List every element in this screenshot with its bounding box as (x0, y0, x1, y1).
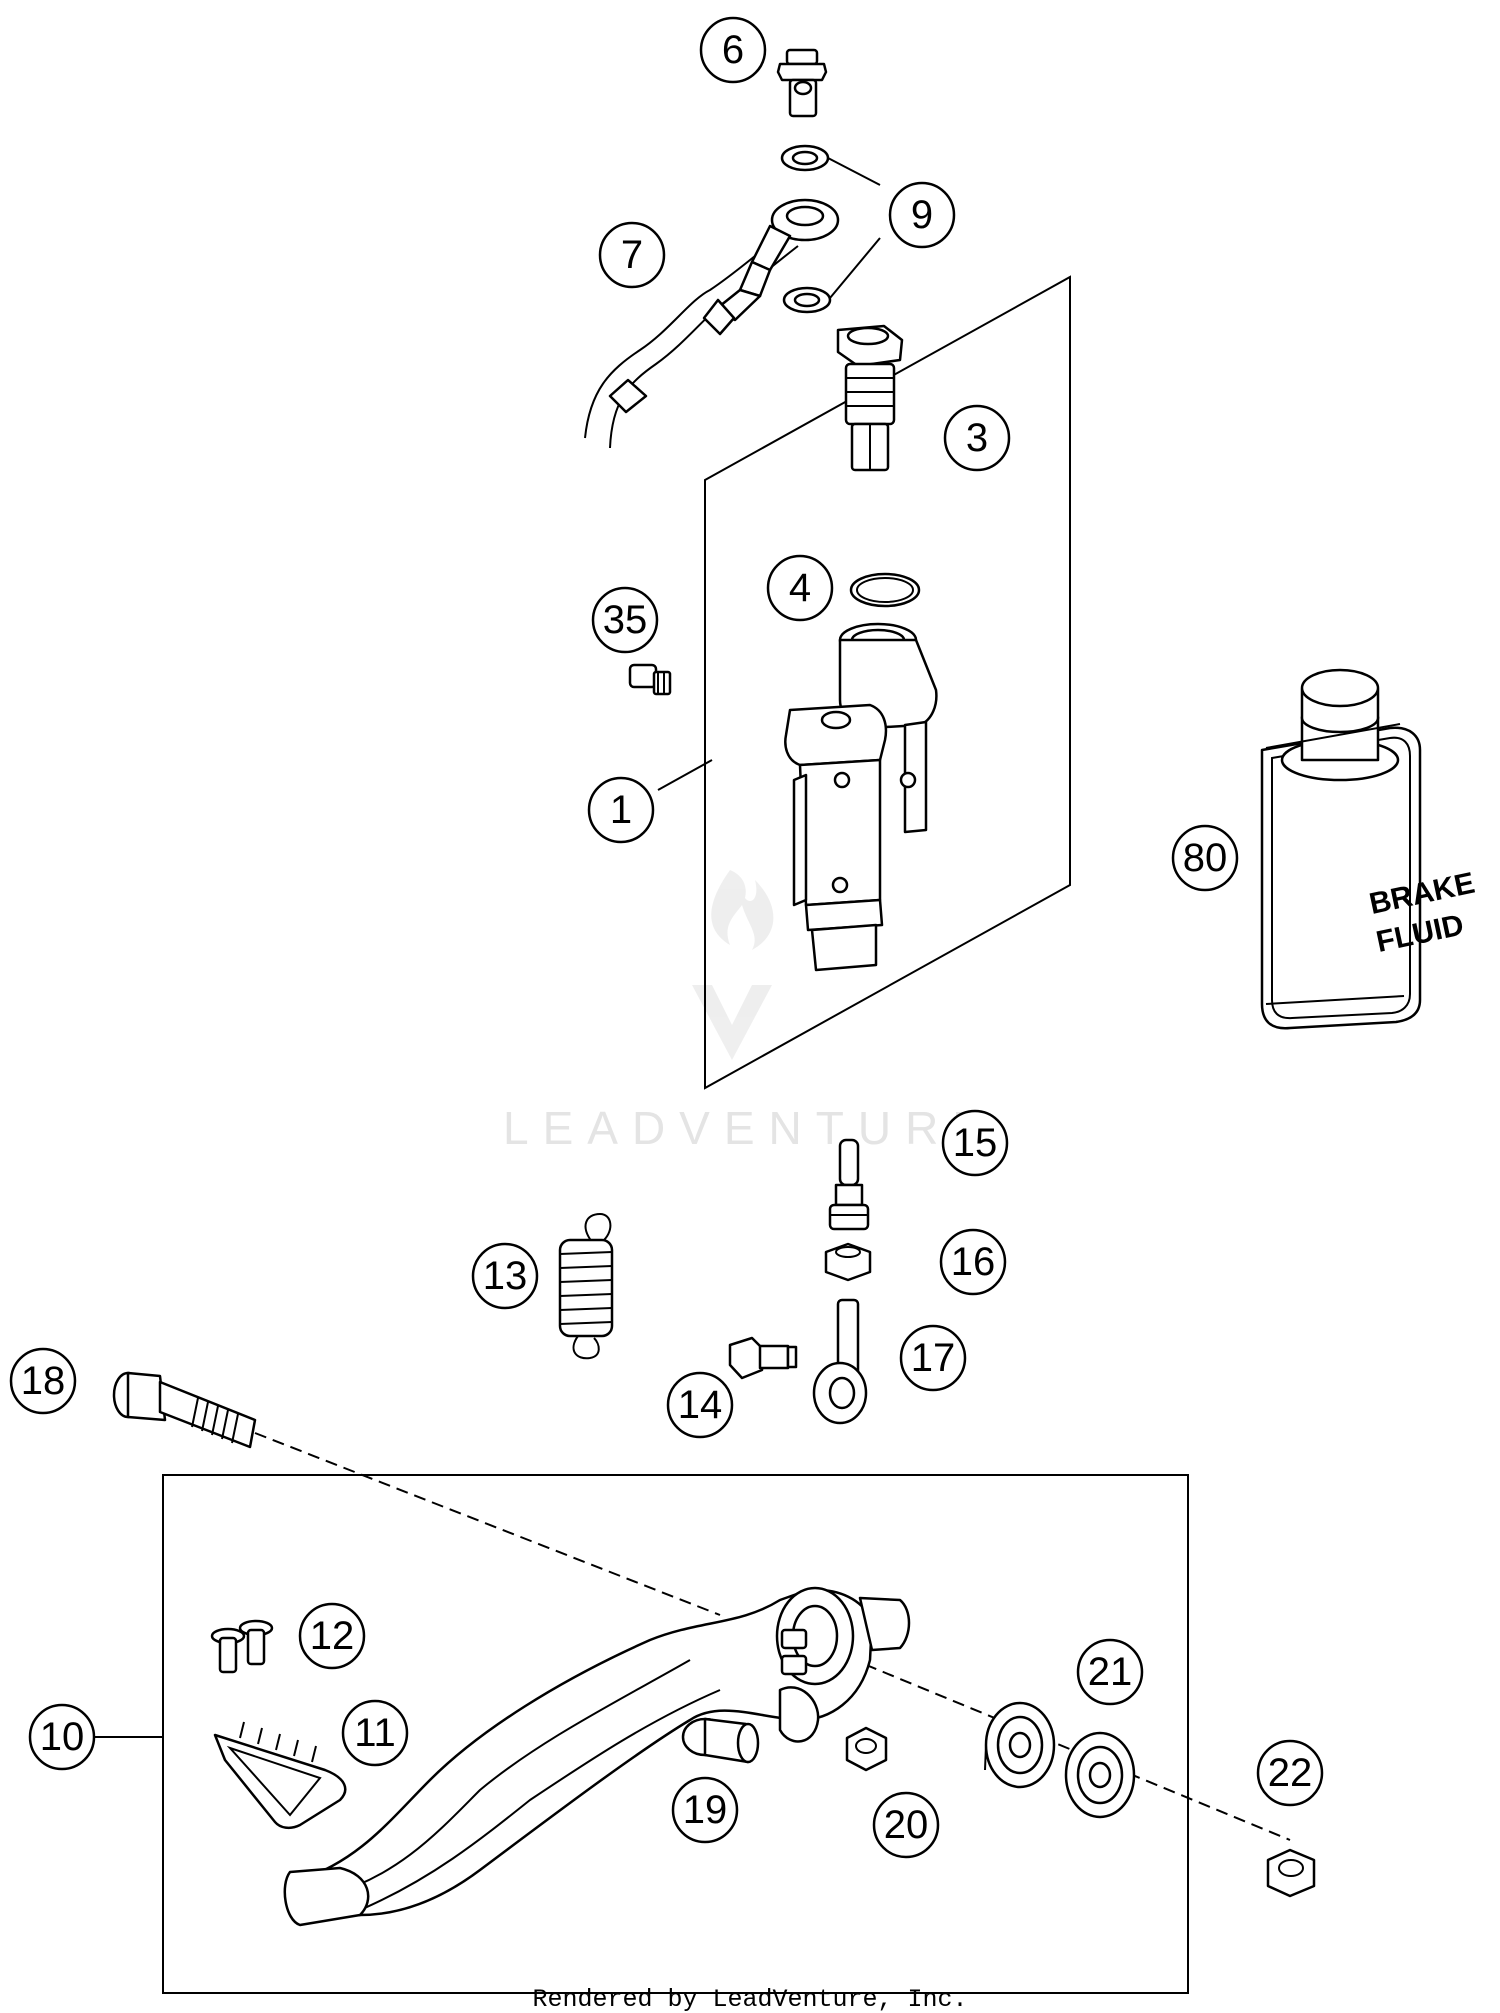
callout-number: 4 (789, 566, 811, 610)
callout-number: 21 (1088, 1650, 1133, 1694)
callout-number: 17 (911, 1336, 956, 1380)
pedal-step-tip (213, 1721, 347, 1830)
callout-circle (9, 1347, 77, 1415)
callout-circle (671, 1776, 739, 1844)
callout-number: 19 (683, 1788, 728, 1832)
brake-fluid-bottle: BRAKE FLUID (1260, 668, 1478, 1030)
callout-circle (591, 586, 659, 654)
master-cylinder-kit-frame (704, 275, 1071, 1090)
callout-number: 11 (354, 1711, 396, 1755)
master-cylinder-body (784, 622, 938, 972)
callout-circle (1171, 824, 1239, 892)
callout-circle (872, 1791, 940, 1859)
hex-nut (824, 1242, 872, 1282)
callout-14: 14 (666, 1371, 734, 1439)
pedal-pivot-bolt (112, 1371, 257, 1449)
callout-10: 10 (28, 1703, 96, 1771)
callout-circle (899, 1324, 967, 1392)
callout-circle (28, 1703, 96, 1771)
callout-circle (341, 1699, 409, 1767)
callout-11: 11 (341, 1699, 409, 1767)
callout-35: 35 (591, 586, 659, 654)
pivot-nut (845, 1726, 888, 1772)
callout-number: 22 (1268, 1751, 1313, 1795)
callout-circle (888, 181, 956, 249)
callout-4: 4 (766, 554, 834, 622)
callout-number: 9 (911, 193, 933, 237)
assembly-line-bolt (254, 1432, 721, 1616)
callout-6: 6 (699, 16, 767, 84)
callout-15: 15 (941, 1109, 1009, 1177)
callout-21: 21 (1076, 1638, 1144, 1706)
push-rod (828, 1138, 870, 1231)
callout-number: 3 (966, 416, 988, 460)
callout-circle (699, 16, 767, 84)
callout-circle (1076, 1638, 1144, 1706)
pivot-bushing (681, 1717, 760, 1764)
callout-16: 16 (939, 1228, 1007, 1296)
callout-number: 14 (678, 1383, 723, 1427)
pivot-bolt (728, 1336, 798, 1380)
step-rivets (210, 1619, 274, 1674)
callout-number: 6 (722, 28, 744, 72)
o-ring (849, 572, 921, 608)
callout-9: 9 (888, 181, 956, 249)
callout-22: 22 (1256, 1739, 1324, 1807)
callout-number: 7 (621, 233, 643, 277)
brake-hose (584, 198, 840, 449)
callout-number: 12 (310, 1614, 355, 1658)
callout-1: 1 (587, 776, 655, 844)
callout-12: 12 (298, 1602, 366, 1670)
rod-end (812, 1298, 868, 1425)
callout-circle (941, 1109, 1009, 1177)
callout-number: 80 (1183, 836, 1228, 880)
callout-number: 1 (610, 788, 632, 832)
assembly-line-bearings (829, 1649, 1291, 1841)
callout-circle (1256, 1739, 1324, 1807)
ball-bearings (984, 1701, 1136, 1819)
callout-circle (298, 1602, 366, 1670)
callout-80: 80 (1171, 824, 1239, 892)
banjo-bolt (776, 48, 828, 118)
callout-circle (587, 776, 655, 844)
callout-circle (598, 221, 666, 289)
callout-number: 16 (951, 1240, 996, 1284)
leader-1 (657, 759, 713, 791)
callout-7: 7 (598, 221, 666, 289)
callout-number: 18 (21, 1359, 66, 1403)
callout-circle (766, 554, 834, 622)
lock-nut (1266, 1848, 1316, 1898)
mounting-screw (628, 663, 672, 696)
callout-circle (471, 1242, 539, 1310)
leadventure-logo-watermark (692, 870, 774, 1060)
callout-3: 3 (943, 404, 1011, 472)
callout-number: 35 (603, 598, 648, 642)
brake-pedal (283, 1586, 911, 1927)
reservoir-fitting (836, 324, 904, 472)
watermark-text: LEADVENTURE (503, 1102, 997, 1154)
callout-number: 20 (884, 1803, 929, 1847)
copper-washers (780, 144, 832, 314)
brake-pedal-kit-frame (162, 1474, 1189, 1994)
return-spring (558, 1212, 614, 1360)
callout-20: 20 (872, 1791, 940, 1859)
callout-13: 13 (471, 1242, 539, 1310)
leader-9 (827, 157, 881, 299)
callout-number: 10 (40, 1715, 85, 1759)
callout-circle (939, 1228, 1007, 1296)
callout-number: 15 (953, 1121, 998, 1165)
callout-circle (943, 404, 1011, 472)
callout-19: 19 (671, 1776, 739, 1844)
callout-18: 18 (9, 1347, 77, 1415)
callout-circle (666, 1371, 734, 1439)
footer-credit: Rendered by LeadVenture, Inc. (532, 1985, 967, 2013)
callout-number: 13 (483, 1254, 528, 1298)
callout-17: 17 (899, 1324, 967, 1392)
